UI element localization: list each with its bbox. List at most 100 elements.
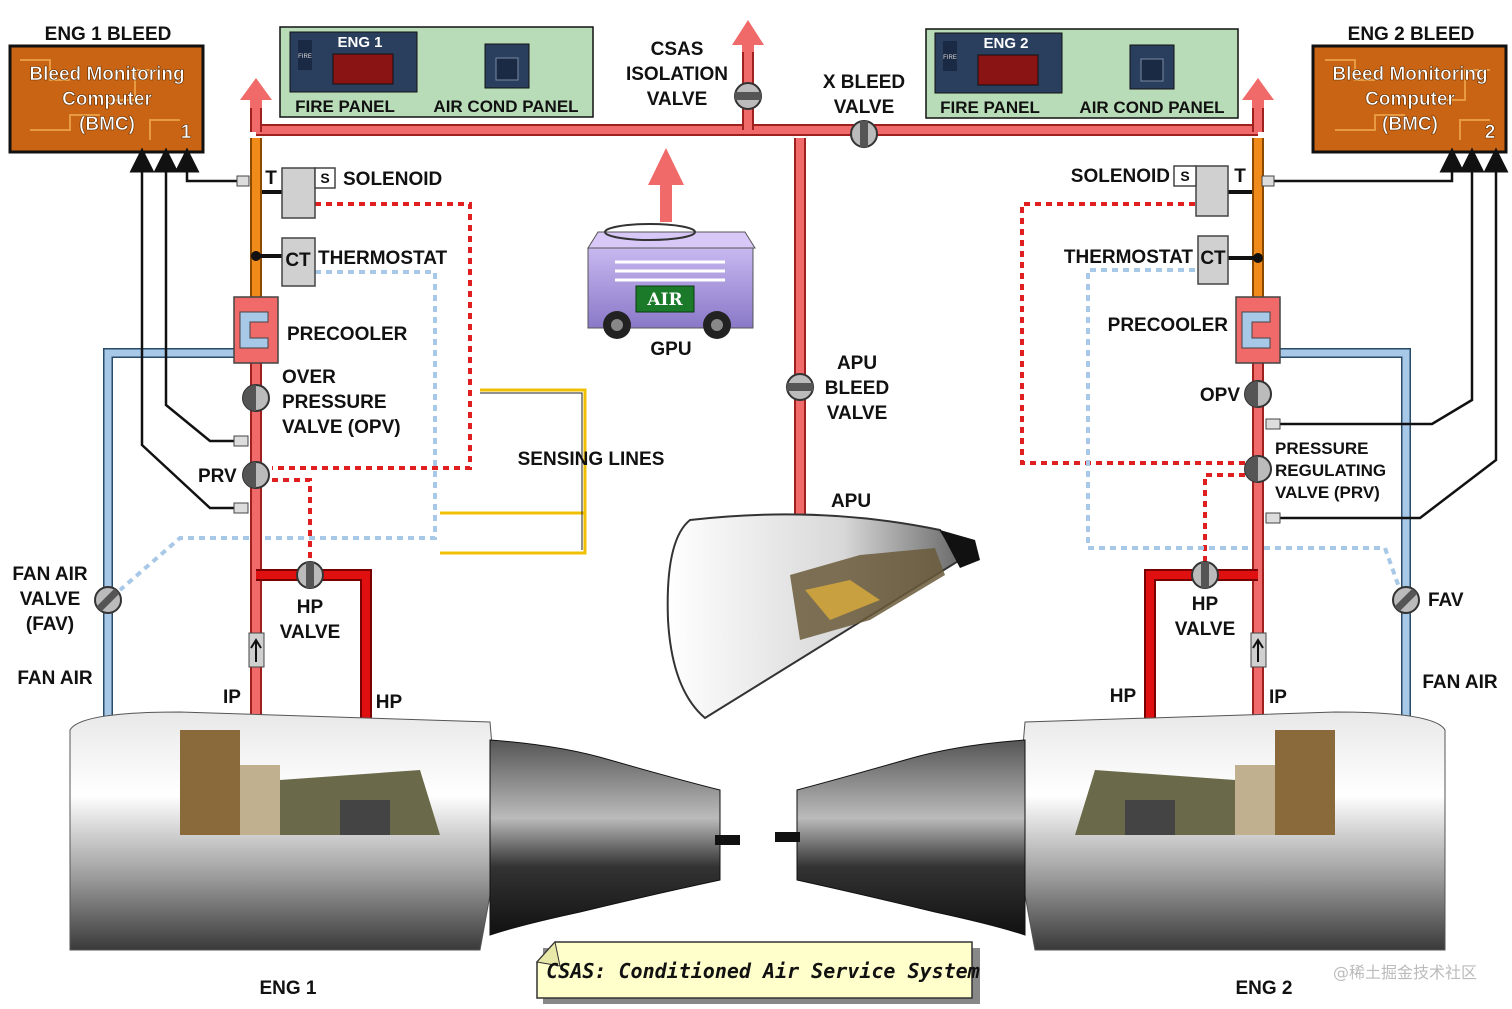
left-t-label: T: [265, 168, 277, 189]
right-components: T S SOLENOID CT THERMOSTAT PRECOOLER OPV…: [1064, 165, 1498, 708]
apu-unit: [666, 513, 980, 720]
panel-right-fire-panel: FIRE PANEL: [940, 98, 1040, 117]
right-t-label: T: [1234, 166, 1246, 187]
pressure-sensor-icon: [233, 502, 249, 514]
panel-left-eng-label: ENG 1: [337, 34, 382, 51]
bmc-left-header: ENG 1 BLEED: [45, 24, 172, 45]
sense-lines-right: [1020, 202, 1402, 591]
left-opv-line-3: VALVE (OPV): [282, 417, 401, 438]
left-fav-line-2: VALVE: [20, 589, 81, 610]
gpu-sign: AIR: [646, 290, 683, 310]
bleed-ducts: [250, 50, 1264, 800]
right-prv-line-1: PRESSURE: [1275, 439, 1369, 458]
pressure-sensor-icon: [233, 435, 249, 447]
bmc-left-line-3: (BMC): [79, 114, 135, 135]
right-s-label: S: [1180, 168, 1189, 184]
cockpit-panel-left: FIRE ENG 1 FIRE PANEL AIR COND PANEL: [279, 26, 594, 118]
left-s-label: S: [320, 170, 329, 186]
apu-bleed-valve-line-1: APU: [837, 353, 877, 374]
left-ip-label: IP: [223, 687, 241, 708]
right-thermostat-icon: [1197, 235, 1229, 285]
sensing-lines-label: SENSING LINES: [518, 449, 665, 470]
bmc-left-line-1: Bleed Monitoring: [29, 64, 184, 85]
bmc-right: ENG 2 BLEED Bleed Monitoring Computer (B…: [1311, 24, 1508, 154]
right-hp-valve-line-2: VALVE: [1175, 619, 1236, 640]
right-hp-label: HP: [1110, 686, 1137, 707]
engine-right: ENG 2: [775, 711, 1446, 999]
panel-left-fire-panel: FIRE PANEL: [295, 97, 395, 116]
right-solenoid-label: SOLENOID: [1071, 166, 1170, 187]
pressure-sensors: [233, 175, 1281, 524]
bmc-right-line-1: Bleed Monitoring: [1332, 64, 1487, 85]
gpu-label: GPU: [650, 339, 691, 360]
panel-right-air-cond-panel: AIR COND PANEL: [1079, 98, 1224, 117]
right-ct-label: CT: [1200, 248, 1226, 269]
right-fan-air-label: FAN AIR: [1422, 672, 1498, 693]
bmc-left-line-2: Computer: [62, 89, 152, 110]
left-out-arrow-icon: [240, 78, 272, 108]
left-thermostat-icon: [281, 237, 316, 287]
left-opv-line-1: OVER: [282, 367, 336, 388]
engine-1-label: ENG 1: [259, 978, 316, 999]
csas-out-arrow-icon: [732, 20, 764, 52]
left-fan-air-label: FAN AIR: [17, 668, 93, 689]
cockpit-panel-right: FIRE ENG 2 FIRE PANEL AIR COND PANEL: [925, 28, 1239, 119]
svg-text:FIRE: FIRE: [298, 54, 312, 60]
right-out-arrow-icon: [1242, 78, 1274, 108]
bmc-left-number: 1: [181, 122, 192, 143]
right-ip-label: IP: [1269, 687, 1287, 708]
left-fav-line-1: FAN AIR: [12, 564, 88, 585]
apu-label: APU: [831, 491, 871, 512]
engine-2-label: ENG 2: [1235, 978, 1292, 999]
x-bleed-valve-line-1: X BLEED: [823, 72, 905, 93]
right-hp-valve-line-1: HP: [1192, 594, 1219, 615]
left-solenoid-label: SOLENOID: [343, 169, 442, 190]
flow-arrows: [240, 20, 1274, 222]
left-hp-valve-line-2: VALVE: [280, 622, 341, 643]
csas-valve-line-2: ISOLATION: [626, 64, 728, 85]
right-opv-label: OPV: [1200, 385, 1240, 406]
left-components: T S SOLENOID CT THERMOSTAT PRECOOLER OVE…: [12, 167, 448, 713]
right-fav-label: FAV: [1428, 590, 1464, 611]
bmc-wiring: [129, 147, 1509, 520]
pressure-sensor-icon: [1265, 418, 1281, 430]
gpu: AIR GPU: [587, 223, 756, 360]
left-hp-label: HP: [376, 692, 403, 713]
engine-left: ENG 1: [69, 711, 740, 999]
left-solenoid-valve-icon: [281, 167, 316, 219]
apu-bleed-valve-line-3: VALVE: [827, 403, 888, 424]
left-fav-line-3: (FAV): [26, 614, 74, 635]
left-ct-label: CT: [285, 250, 311, 271]
csas-note-text: CSAS: Conditioned Air Service System: [546, 959, 979, 983]
left-hp-valve-line-1: HP: [297, 597, 324, 618]
gpu-air-arrow-icon: [648, 148, 684, 222]
apu-bleed-valve-line-2: BLEED: [825, 378, 889, 399]
left-prv-label: PRV: [198, 466, 237, 487]
bmc-left: ENG 1 BLEED Bleed Monitoring Computer (B…: [8, 24, 205, 154]
csas-valve-line-3: VALVE: [647, 89, 708, 110]
bmc-right-number: 2: [1485, 122, 1496, 143]
watermark: @稀土掘金技术社区: [1333, 963, 1477, 982]
panel-right-eng-label: ENG 2: [983, 35, 1028, 52]
right-prv-line-3: VALVE (PRV): [1275, 483, 1380, 502]
bmc-right-line-3: (BMC): [1382, 114, 1438, 135]
csas-note: CSAS: Conditioned Air Service System: [536, 940, 980, 1004]
sensing-lines: [440, 388, 587, 555]
left-opv-line-2: PRESSURE: [282, 392, 387, 413]
right-solenoid-valve-icon: [1195, 165, 1229, 217]
panel-left-air-cond-panel: AIR COND PANEL: [433, 97, 578, 116]
right-prv-line-2: REGULATING: [1275, 461, 1386, 480]
svg-text:FIRE: FIRE: [943, 55, 957, 61]
sense-lines-left: [118, 202, 472, 592]
bmc-right-line-2: Computer: [1365, 89, 1455, 110]
left-precooler-label: PRECOOLER: [287, 324, 408, 345]
left-thermostat-label: THERMOSTAT: [318, 248, 448, 269]
center-components: CSAS ISOLATION VALVE X BLEED VALVE APU B…: [518, 39, 906, 512]
bmc-right-header: ENG 2 BLEED: [1348, 24, 1475, 45]
right-precooler-label: PRECOOLER: [1108, 315, 1229, 336]
pressure-sensor-icon: [1265, 512, 1281, 524]
right-thermostat-label: THERMOSTAT: [1064, 247, 1194, 268]
x-bleed-valve-line-2: VALVE: [834, 97, 895, 118]
csas-valve-line-1: CSAS: [651, 39, 704, 60]
